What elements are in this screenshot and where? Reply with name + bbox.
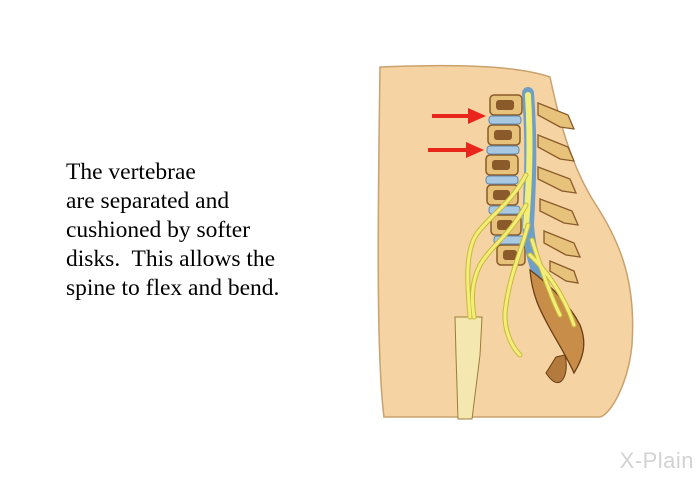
caption-line: The vertebrae [66,159,196,185]
watermark-text: X-Plain [619,448,694,473]
spinal-nerve-root [523,92,533,230]
caption-line: are separated and [66,188,230,214]
caption-line: spine to flex and bend. [66,275,280,301]
x-plain-watermark: X-Plain [620,448,694,474]
coccyx [545,354,567,384]
caption-line: cushioned by softer [66,217,251,243]
spine-illustration [377,64,634,420]
caption-line: disks. This allows the [66,246,276,272]
intervertebral-disks [485,115,525,245]
caption-text: The vertebrae are separated and cushione… [66,158,346,303]
femur-bone [454,316,483,420]
vertebral-bodies [485,94,526,266]
spinous-processes [537,102,582,284]
disk-arrows [428,108,486,158]
